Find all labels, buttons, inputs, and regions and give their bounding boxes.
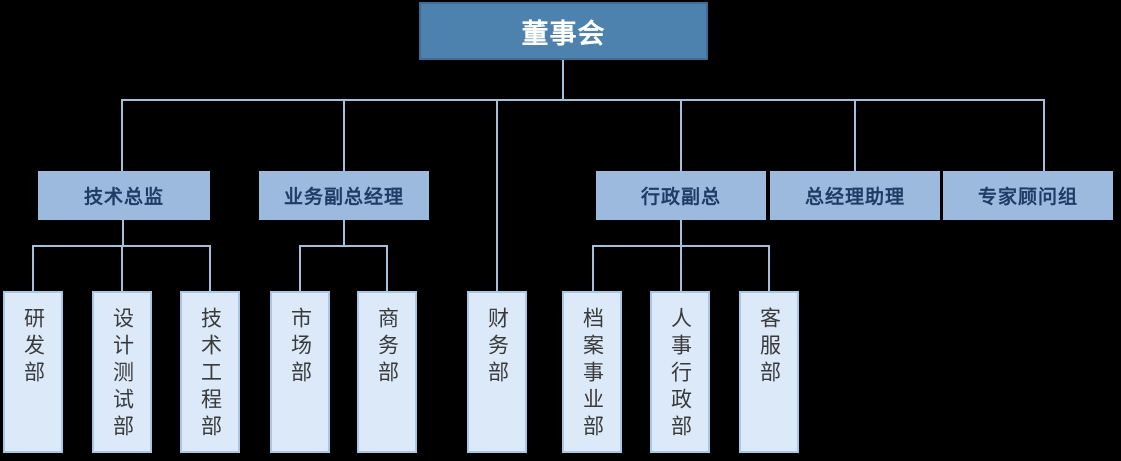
connector-drop-rnd [32, 247, 34, 291]
node-archives-dept-label: 档案事业部 [580, 307, 604, 442]
connector-biz-rail [299, 245, 388, 247]
node-customer-service-dept[interactable]: 客服部 [739, 291, 799, 453]
node-archives-dept[interactable]: 档案事业部 [562, 291, 622, 453]
node-gm-assistant-label: 总经理助理 [804, 187, 905, 208]
node-rnd-dept-label: 研发部 [21, 307, 45, 388]
node-marketing-dept[interactable]: 市场部 [270, 291, 330, 453]
connector-drop-commerce [386, 247, 388, 291]
node-admin-deputy-label: 行政副总 [640, 187, 721, 208]
node-business-deputy-gm-label: 业务副总经理 [283, 187, 404, 208]
connector-main-rail [121, 99, 1045, 101]
connector-drop-engineering [209, 247, 211, 291]
node-gm-assistant[interactable]: 总经理助理 [770, 171, 940, 220]
connector-drop-admin [680, 101, 682, 171]
connector-drop-design [121, 247, 123, 291]
node-rnd-dept[interactable]: 研发部 [3, 291, 63, 453]
connector-tech-rail [32, 245, 211, 247]
node-tech-engineering-dept-label: 技术工程部 [198, 307, 222, 442]
connector-drop-archives [592, 247, 594, 291]
node-board[interactable]: 董事会 [419, 2, 708, 60]
node-finance-dept[interactable]: 财务部 [467, 291, 527, 453]
connector-drop-hr [680, 247, 682, 291]
node-tech-director-label: 技术总监 [83, 187, 164, 208]
connector-tech-stem [122, 220, 124, 246]
node-tech-director[interactable]: 技术总监 [38, 171, 210, 220]
node-expert-advisors[interactable]: 专家顾问组 [943, 171, 1113, 220]
connector-admin-stem [680, 220, 682, 246]
node-commerce-dept-label: 商务部 [375, 307, 399, 388]
connector-drop-finance [496, 101, 498, 291]
connector-biz-stem [343, 220, 345, 246]
connector-drop-marketing [299, 247, 301, 291]
node-finance-dept-label: 财务部 [485, 307, 509, 388]
node-commerce-dept[interactable]: 商务部 [357, 291, 417, 453]
node-design-testing-dept-label: 设计测试部 [110, 307, 134, 442]
node-tech-engineering-dept[interactable]: 技术工程部 [180, 291, 240, 453]
connector-drop-tech [121, 101, 123, 171]
connector-drop-service [768, 247, 770, 291]
connector-root-drop [562, 60, 564, 100]
node-hr-admin-dept[interactable]: 人事行政部 [650, 291, 710, 453]
node-business-deputy-gm[interactable]: 业务副总经理 [259, 171, 429, 220]
connector-admin-rail [592, 245, 770, 247]
connector-drop-biz [343, 101, 345, 171]
node-expert-advisors-label: 专家顾问组 [977, 187, 1078, 208]
node-board-label: 董事会 [521, 18, 606, 49]
node-admin-deputy[interactable]: 行政副总 [596, 171, 766, 220]
node-hr-admin-dept-label: 人事行政部 [668, 307, 692, 442]
connector-drop-gmasst [854, 101, 856, 171]
node-customer-service-dept-label: 客服部 [757, 307, 781, 388]
node-design-testing-dept[interactable]: 设计测试部 [92, 291, 152, 453]
connector-drop-expert [1043, 101, 1045, 171]
node-marketing-dept-label: 市场部 [288, 307, 312, 388]
